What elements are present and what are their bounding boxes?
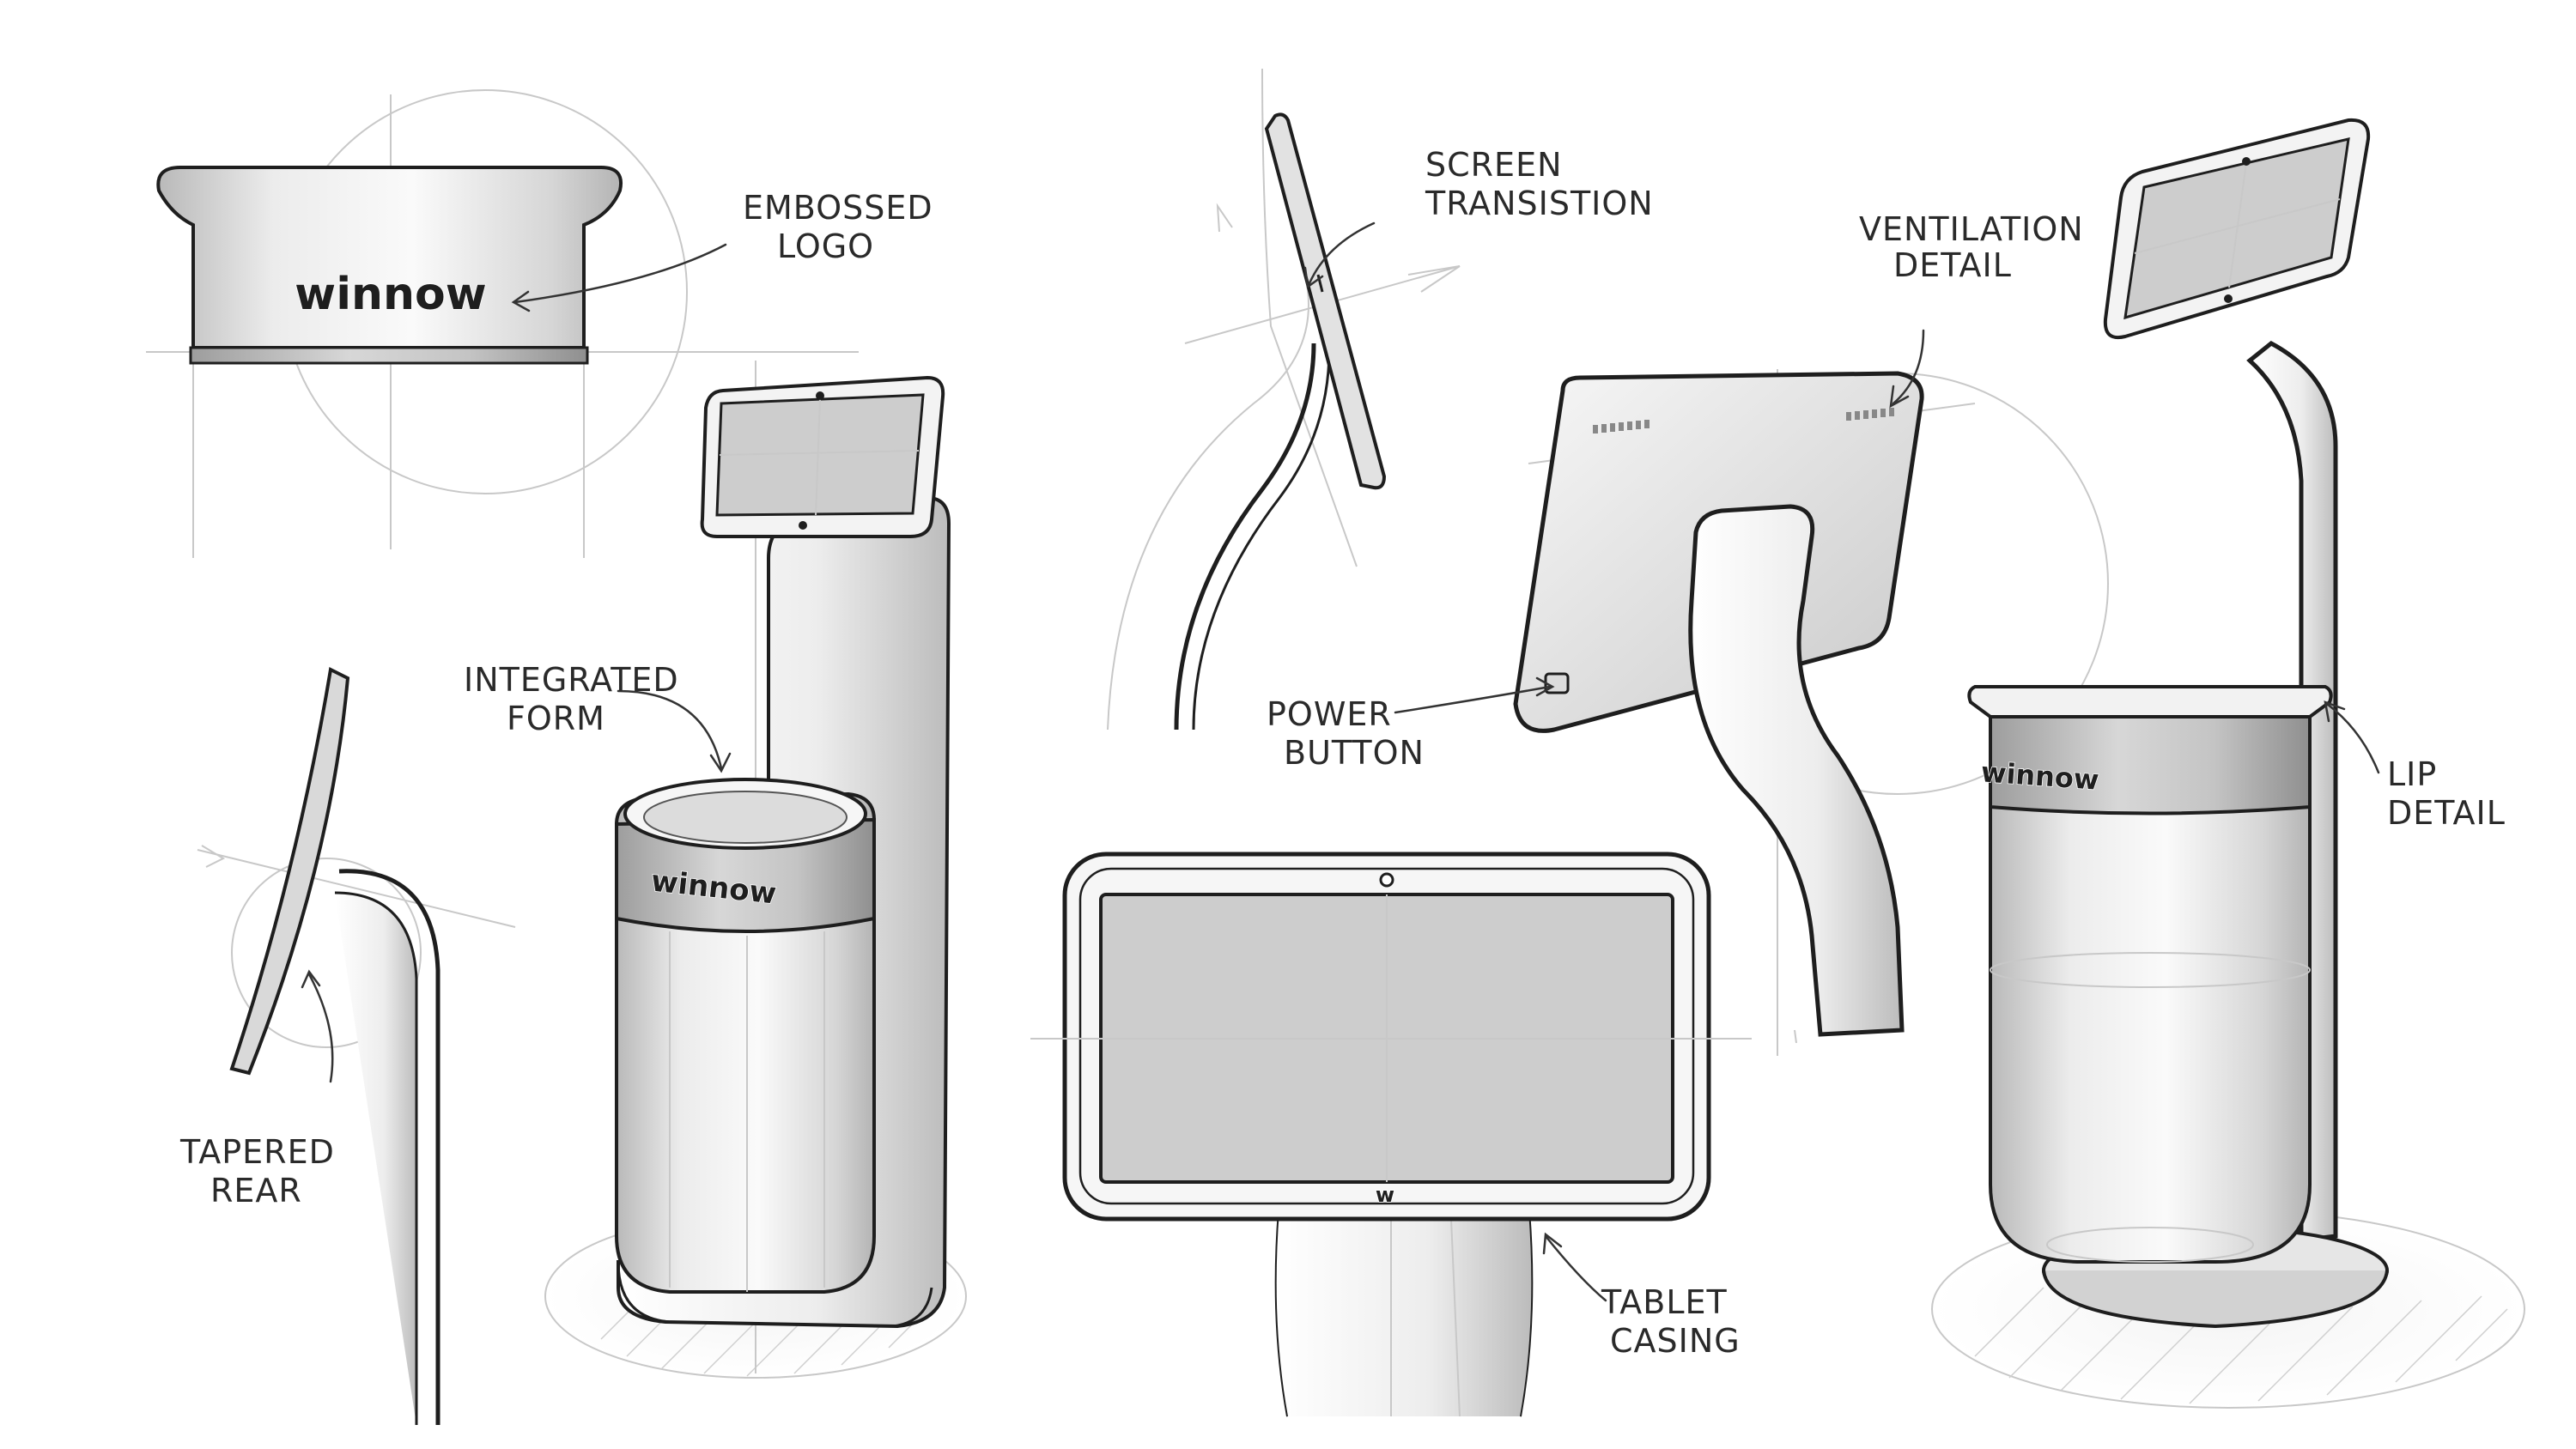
- embossed-logo-detail: winnow: [146, 89, 859, 558]
- logo-embossed: winnow: [295, 269, 487, 320]
- label-tablet-casing-1: TABLET: [1601, 1283, 1728, 1321]
- label-lip-detail-1: LIP: [2387, 755, 2437, 793]
- label-integrated-form-2: FORM: [507, 700, 605, 737]
- logo-mark-tablet: w: [1376, 1183, 1394, 1207]
- label-embossed-logo-2: LOGO: [777, 227, 874, 265]
- label-ventilation-detail-2: DETAIL: [1893, 246, 2012, 284]
- label-power-button-1: POWER: [1267, 695, 1392, 733]
- label-power-button-2: BUTTON: [1284, 734, 1425, 772]
- label-tapered-rear-2: REAR: [210, 1172, 302, 1210]
- kiosk-one: winnow: [544, 361, 967, 1379]
- tablet-back-view: [1513, 369, 2109, 1056]
- label-tapered-rear-1: TAPERED: [179, 1133, 335, 1171]
- label-screen-transition-2: TRANSISTION: [1425, 185, 1654, 222]
- tablet-casing-detail: w: [1030, 852, 1752, 1417]
- screen-transition-detail: [1107, 68, 1461, 731]
- label-tablet-casing-2: CASING: [1610, 1322, 1741, 1360]
- label-lip-detail-2: DETAIL: [2387, 794, 2506, 832]
- label-ventilation-detail-1: VENTILATION: [1859, 210, 2084, 248]
- label-embossed-logo-1: EMBOSSED: [743, 189, 933, 227]
- label-integrated-form-1: INTEGRATED: [464, 661, 679, 699]
- logo-kiosk-two: winnow: [1980, 755, 2100, 797]
- label-screen-transition-1: SCREEN: [1425, 146, 1563, 184]
- kiosk-two: winnow: [1931, 118, 2525, 1409]
- tapered-rear-detail: [197, 667, 516, 1425]
